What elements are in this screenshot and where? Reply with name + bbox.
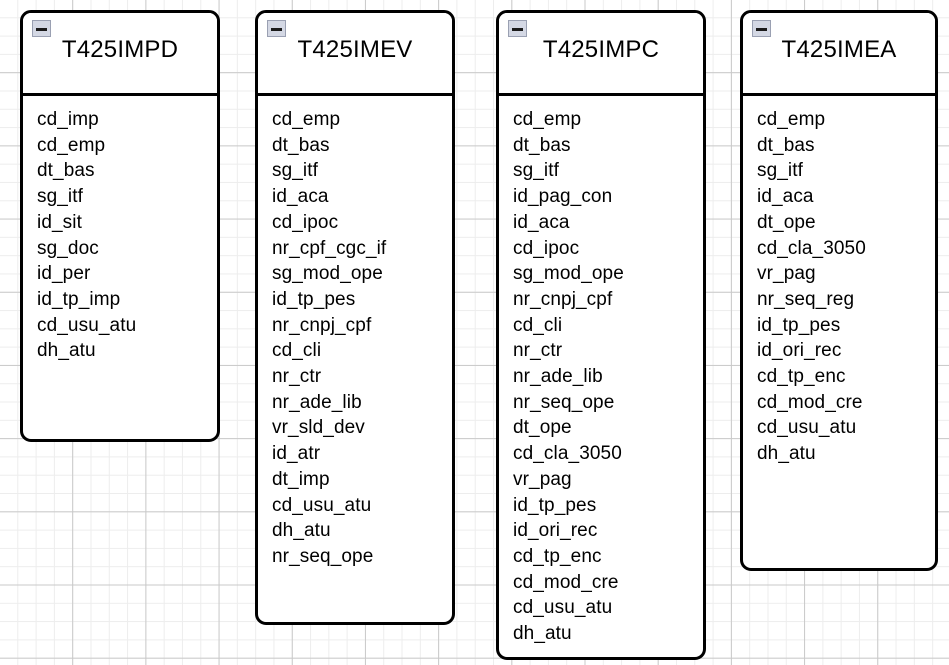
collapse-minus-icon[interactable] bbox=[32, 20, 51, 37]
entity-field[interactable]: dt_ope bbox=[757, 211, 816, 233]
entity-field[interactable]: sg_itf bbox=[757, 160, 804, 182]
entity-field[interactable]: sg_itf bbox=[37, 186, 84, 208]
collapse-minus-icon[interactable] bbox=[267, 20, 286, 37]
entity-field[interactable]: cd_mod_cre bbox=[757, 391, 863, 413]
entity-field[interactable]: nr_seq_reg bbox=[757, 288, 855, 310]
entity-title: T425IMPC bbox=[542, 36, 660, 63]
entity-field[interactable]: cd_usu_atu bbox=[37, 314, 137, 336]
entity-field[interactable]: dt_imp bbox=[272, 468, 330, 490]
entity-field[interactable]: sg_itf bbox=[272, 160, 319, 182]
entity-field[interactable]: nr_ctr bbox=[272, 366, 322, 388]
entity-field[interactable]: cd_ipoc bbox=[513, 237, 580, 259]
entity-header: T425IMPD bbox=[23, 13, 217, 96]
entity-field[interactable]: id_tp_pes bbox=[513, 494, 597, 516]
entity-field[interactable]: sg_doc bbox=[37, 237, 99, 259]
entity-field[interactable]: dt_bas bbox=[272, 134, 330, 156]
entity-field[interactable]: cd_usu_atu bbox=[272, 494, 372, 516]
entity-field[interactable]: sg_itf bbox=[513, 160, 560, 182]
entity-field[interactable]: dh_atu bbox=[272, 520, 331, 542]
entity-field[interactable]: nr_cnpj_cpf bbox=[513, 288, 613, 310]
entity-title: T425IMEA bbox=[781, 36, 897, 63]
entity-field[interactable]: dt_bas bbox=[757, 134, 815, 156]
entity-field[interactable]: vr_sld_dev bbox=[272, 417, 365, 439]
collapse-minus-icon[interactable] bbox=[752, 20, 771, 37]
entity-field[interactable]: cd_cli bbox=[513, 314, 563, 336]
entity-field-list: cd_emp dt_bas sg_itf id_aca dt_ope cd_cla_305… bbox=[743, 96, 935, 467]
entity-field[interactable]: cd_cla_3050 bbox=[513, 443, 622, 465]
entity-field[interactable]: dt_bas bbox=[513, 134, 571, 156]
entity-field[interactable]: id_ori_rec bbox=[513, 520, 598, 542]
entity-field[interactable]: dh_atu bbox=[513, 623, 572, 645]
entity-title: T425IMPD bbox=[61, 36, 179, 63]
entity-field[interactable]: cd_imp bbox=[37, 109, 99, 130]
entity-field[interactable]: nr_ctr bbox=[513, 340, 563, 362]
entity-field[interactable]: cd_tp_enc bbox=[757, 366, 846, 388]
entity-field[interactable]: cd_tp_enc bbox=[513, 545, 602, 567]
collapse-minus-icon[interactable] bbox=[508, 20, 527, 37]
entity-header: T425IMPC bbox=[499, 13, 703, 96]
entity-field[interactable]: id_per bbox=[37, 263, 91, 285]
entity-field[interactable]: cd_cla_3050 bbox=[757, 237, 866, 259]
entity-header: T425IMEA bbox=[743, 13, 935, 96]
entity-field[interactable]: id_sit bbox=[37, 211, 82, 233]
entity-field[interactable]: id_atr bbox=[272, 443, 321, 465]
entity-title: T425IMEV bbox=[297, 36, 413, 63]
entity-header: T425IMEV bbox=[258, 13, 452, 96]
entity-field[interactable]: dh_atu bbox=[37, 340, 96, 362]
entity-field-list: cd_imp cd_emp dt_bas sg_itf id_sit sg_doc id_p… bbox=[23, 96, 217, 364]
entity-field-list: cd_emp dt_bas sg_itf id_pag_con id_aca cd_ipo… bbox=[499, 96, 703, 647]
entity-field[interactable]: dh_atu bbox=[757, 443, 816, 465]
entity-field[interactable]: nr_ade_lib bbox=[513, 366, 603, 388]
entity-field[interactable]: cd_emp bbox=[37, 134, 106, 156]
entity-field-list: cd_emp dt_bas sg_itf id_aca cd_ipoc nr_cpf_cg… bbox=[258, 96, 452, 570]
entity-field[interactable]: vr_pag bbox=[757, 263, 816, 285]
entity-field[interactable]: cd_emp bbox=[513, 109, 582, 130]
entity-field[interactable]: cd_mod_cre bbox=[513, 571, 619, 593]
entity-field[interactable]: id_aca bbox=[513, 211, 570, 233]
entity-field[interactable]: sg_mod_ope bbox=[513, 263, 624, 285]
entity-field[interactable]: nr_seq_ope bbox=[513, 391, 615, 413]
entity-field[interactable]: nr_cnpj_cpf bbox=[272, 314, 372, 336]
entity-field[interactable]: id_aca bbox=[757, 186, 814, 208]
entity-field[interactable]: sg_mod_ope bbox=[272, 263, 383, 285]
entity-field[interactable]: nr_cpf_cgc_if bbox=[272, 237, 387, 259]
entity-field[interactable]: vr_pag bbox=[513, 468, 572, 490]
entity-field[interactable]: nr_seq_ope bbox=[272, 545, 374, 567]
entity-field[interactable]: cd_cli bbox=[272, 340, 322, 362]
entity-field[interactable]: cd_ipoc bbox=[272, 211, 339, 233]
entity-field[interactable]: nr_ade_lib bbox=[272, 391, 362, 413]
entity-field[interactable]: cd_emp bbox=[272, 109, 341, 130]
entity-field[interactable]: cd_usu_atu bbox=[513, 597, 613, 619]
entity-field[interactable]: cd_emp bbox=[757, 109, 826, 130]
entity-field[interactable]: id_tp_imp bbox=[37, 288, 121, 310]
entity-field[interactable]: id_pag_con bbox=[513, 186, 613, 208]
entity-table-t425impc[interactable]: T425IMPC cd_emp dt_bas sg_itf id_pag_con id_a… bbox=[496, 10, 706, 660]
entity-field[interactable]: id_tp_pes bbox=[272, 288, 356, 310]
entity-field[interactable]: id_aca bbox=[272, 186, 329, 208]
entity-field[interactable]: cd_usu_atu bbox=[757, 417, 857, 439]
entity-field[interactable]: id_tp_pes bbox=[757, 314, 841, 336]
entity-field[interactable]: dt_ope bbox=[513, 417, 572, 439]
entity-field[interactable]: dt_bas bbox=[37, 160, 95, 182]
entity-field[interactable]: id_ori_rec bbox=[757, 340, 842, 362]
